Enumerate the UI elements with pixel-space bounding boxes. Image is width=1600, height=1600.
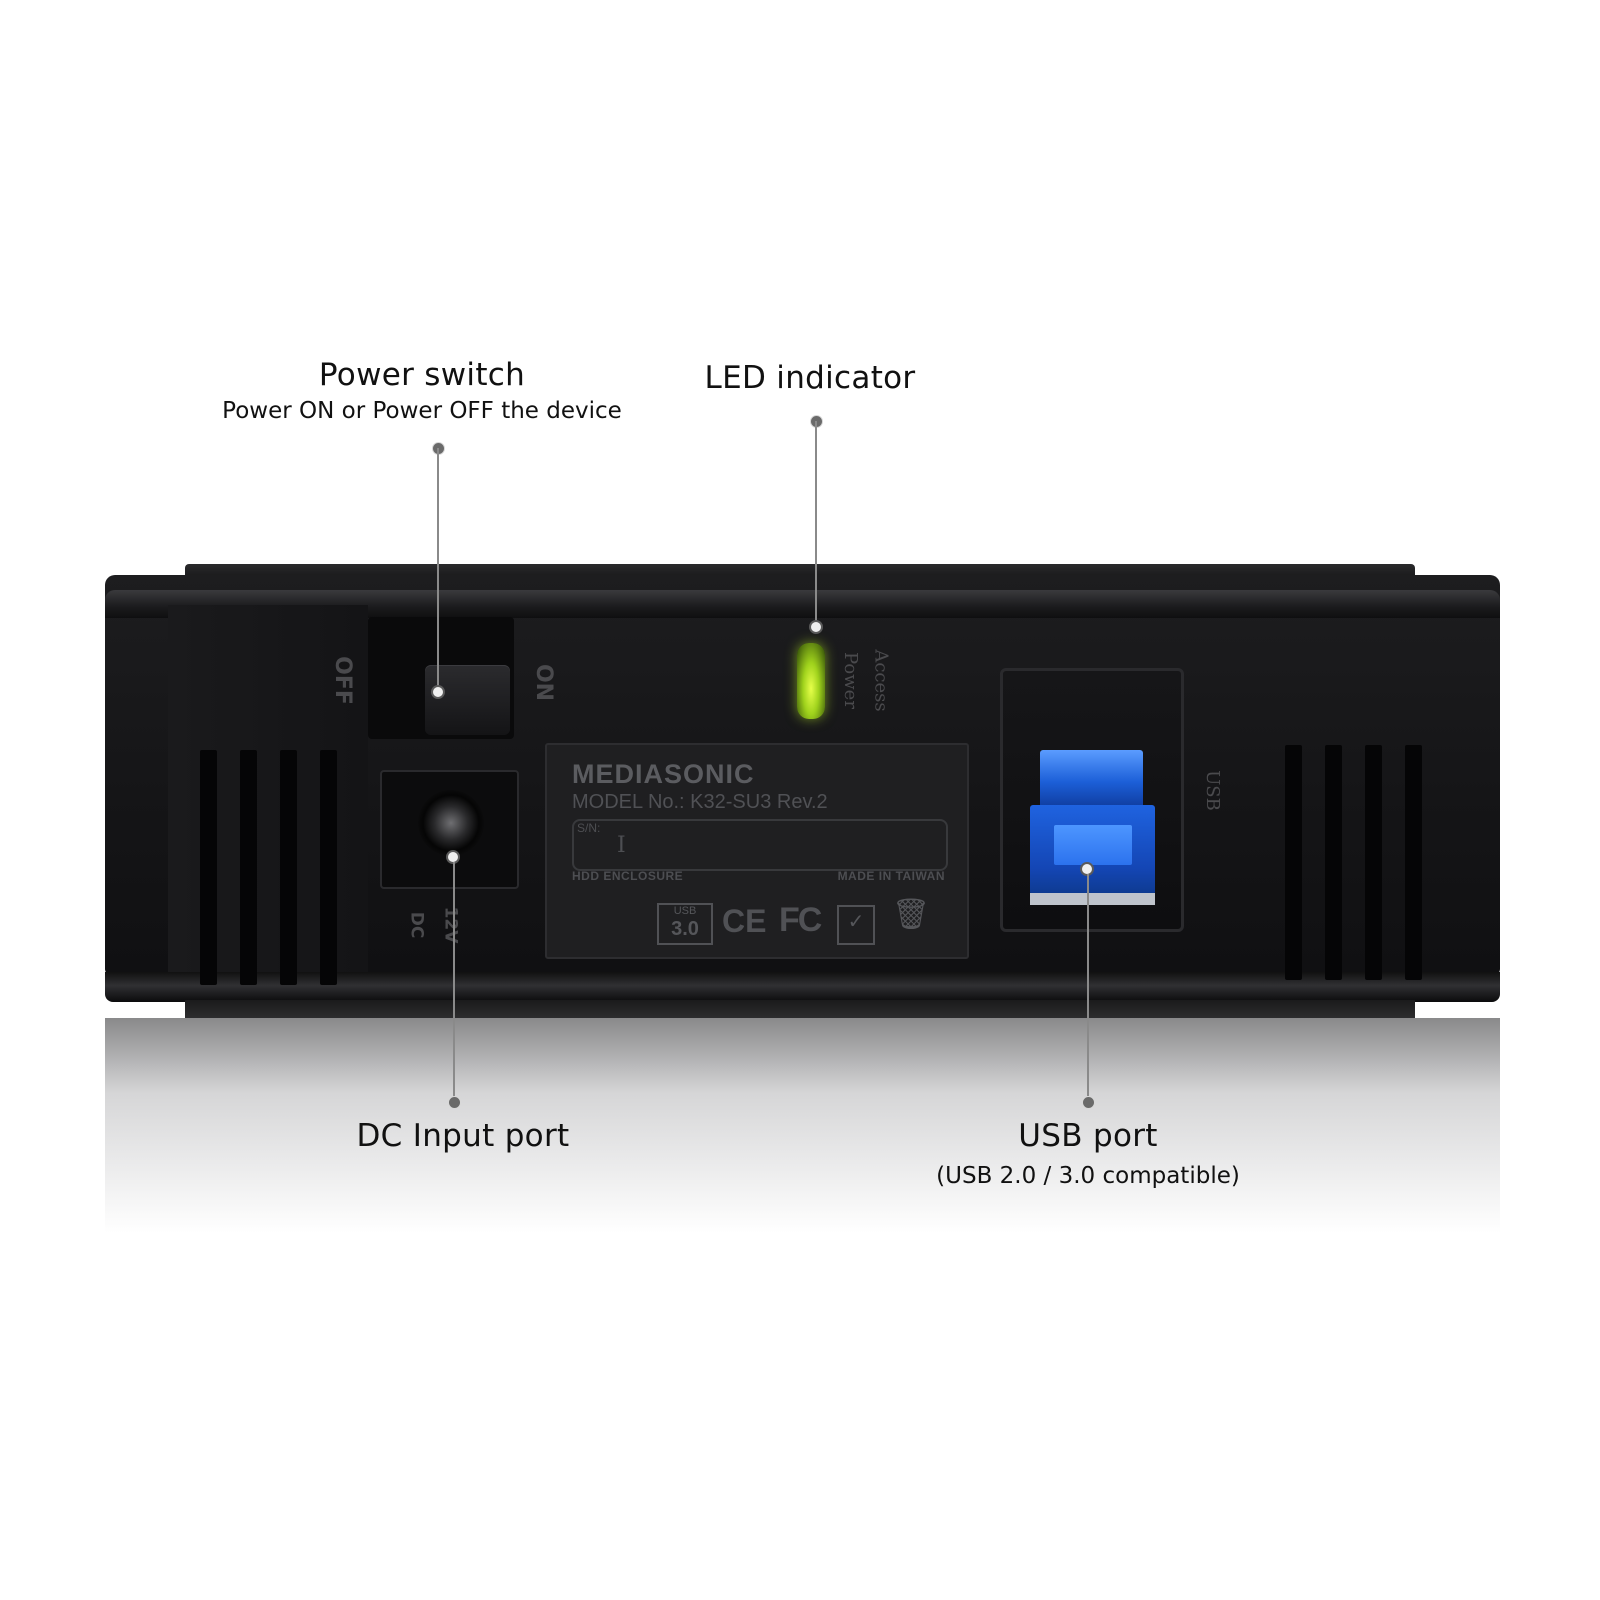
power-switch-callout-title: Power switch [318,357,526,393]
product-label-plate: MEDIASONIC MODEL No.: K32-SU3 Rev.2 S/N:… [545,743,969,959]
usb3-logo-bottom: 3.0 [671,918,699,940]
model-number: MODEL No.: K32-SU3 Rev.2 [572,791,828,813]
vent-slot [200,750,217,985]
fcc-mark: FC [779,901,822,939]
power-switch-callout-subtitle: Power ON or Power OFF the device [222,398,622,424]
usb-port-tongue [1054,825,1132,865]
usb-port-upper [1040,750,1143,808]
usb-leader-line [1087,874,1089,1096]
power-switch[interactable] [425,665,510,735]
usb3-logo: USB 3.0 [657,903,713,945]
ce-mark: CE [722,903,767,939]
usb-callout-title: USB port [1018,1118,1158,1154]
power-switch-anchor-dot [431,685,445,699]
rohs-check-icon: ✓ [837,905,875,945]
vent-slot [1325,745,1342,980]
led-anchor-dot [809,620,823,634]
led-power-label: Power [839,652,861,709]
switch-on-label: ON [531,663,557,702]
dc-label: DC [406,911,427,939]
usb-label: USB [1201,770,1223,811]
weee-bin-icon: 🗑 [892,898,931,931]
usb3-logo-top: USB [673,905,697,917]
serial-number-label: S/N: [577,821,601,835]
vent-slot [280,750,297,985]
led-access-label: Access [870,649,892,712]
device-bottom-band [105,972,1500,1002]
serial-number-box [572,819,948,871]
device-reflection [105,1018,1500,1233]
usb-callout-dot [1082,1096,1095,1109]
led-leader-line [815,421,817,626]
dc-input-port[interactable] [418,790,484,856]
product-type: HDD ENCLOSURE [572,869,684,883]
brand-name: MEDIASONIC [572,759,755,789]
usb-callout-subtitle: (USB 2.0 / 3.0 compatible) [936,1163,1240,1189]
country-of-origin: MADE IN TAIWAN [837,869,945,883]
led-indicator [797,643,825,719]
dc-callout-title: DC Input port [356,1118,570,1154]
dc-leader-line [453,862,455,1097]
switch-off-label: OFF [329,656,355,705]
vent-slot [1365,745,1382,980]
vent-slot [320,750,337,985]
dc-voltage-label: 12V [440,906,461,944]
vent-slot [1405,745,1422,980]
usb-port-shell [1030,893,1155,905]
vent-slot [1285,745,1302,980]
device-foot [185,1000,1415,1018]
vent-slot [240,750,257,985]
serial-cursor: I [617,833,626,858]
led-callout-title: LED indicator [704,360,916,396]
power-switch-leader-line [437,448,439,686]
dc-callout-dot [448,1096,461,1109]
